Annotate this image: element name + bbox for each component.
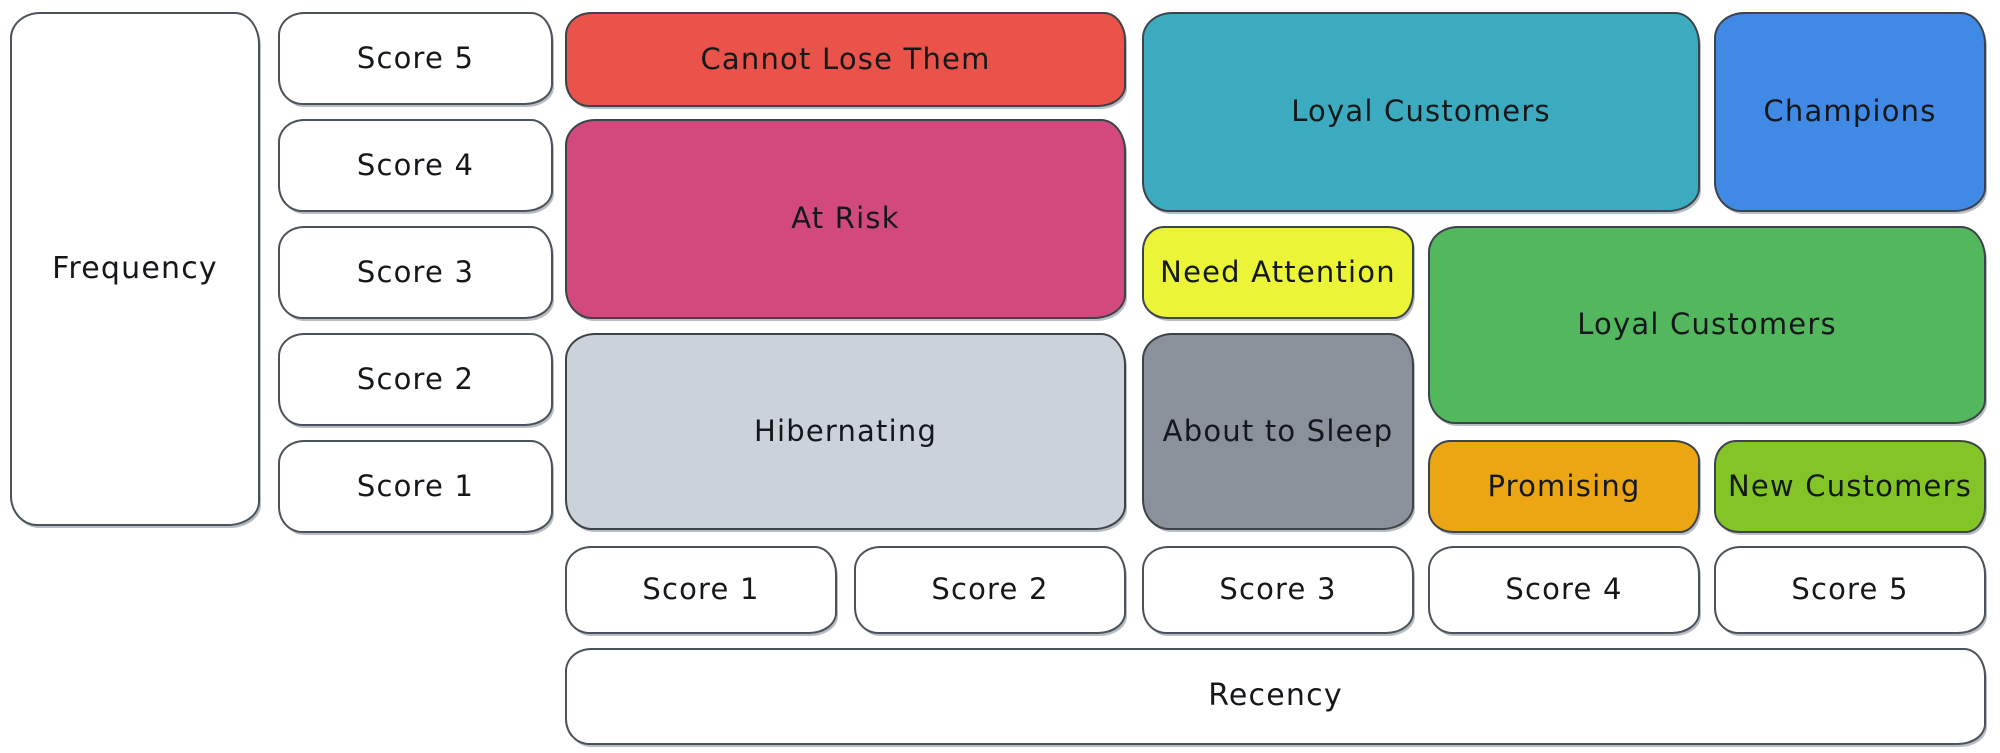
segment-hibernating-label: Hibernating <box>753 413 938 448</box>
segment-champions-label: Champions <box>1763 94 1937 129</box>
recency-score-1-box: Score 1 <box>565 546 837 634</box>
segment-loyal-customers-upper: Loyal Customers <box>1142 12 1700 212</box>
recency-score-4-label: Score 4 <box>1505 572 1623 607</box>
segment-at-risk-label: At Risk <box>791 201 900 236</box>
segment-new-customers-label: New Customers <box>1727 468 1973 503</box>
segment-at-risk: At Risk <box>565 119 1126 319</box>
segment-loyal-customers-upper-label: Loyal Customers <box>1291 94 1551 129</box>
segment-loyal-customers-lower: Loyal Customers <box>1428 226 1986 424</box>
segment-promising-label: Promising <box>1487 468 1641 503</box>
segment-about-to-sleep: About to Sleep <box>1142 333 1414 530</box>
frequency-score-3-box: Score 3 <box>278 226 553 319</box>
recency-axis-box: Recency <box>565 648 1986 745</box>
frequency-score-1-label: Score 1 <box>356 468 475 503</box>
frequency-score-2-box: Score 2 <box>278 333 553 426</box>
frequency-score-3-label: Score 3 <box>356 254 475 289</box>
frequency-score-5-box: Score 5 <box>278 12 553 105</box>
frequency-axis-label: Frequency <box>52 250 218 286</box>
frequency-score-2-label: Score 2 <box>356 361 475 396</box>
recency-score-5-box: Score 5 <box>1714 546 1986 634</box>
segment-need-attention: Need Attention <box>1142 226 1414 319</box>
recency-score-2-label: Score 2 <box>931 572 1049 607</box>
frequency-score-4-label: Score 4 <box>356 147 475 182</box>
recency-score-1-label: Score 1 <box>642 572 760 607</box>
frequency-score-4-box: Score 4 <box>278 119 553 212</box>
recency-score-3-label: Score 3 <box>1219 572 1337 607</box>
segment-cannot-lose-them: Cannot Lose Them <box>565 12 1126 107</box>
segment-hibernating: Hibernating <box>565 333 1126 530</box>
recency-score-5-label: Score 5 <box>1791 572 1909 607</box>
segment-cannot-lose-them-label: Cannot Lose Them <box>700 41 991 76</box>
frequency-score-1-box: Score 1 <box>278 440 553 533</box>
recency-score-3-box: Score 3 <box>1142 546 1414 634</box>
segment-champions: Champions <box>1714 12 1986 212</box>
segment-loyal-customers-lower-label: Loyal Customers <box>1577 307 1837 342</box>
recency-axis-label: Recency <box>1208 678 1343 714</box>
recency-score-4-box: Score 4 <box>1428 546 1700 634</box>
segment-need-attention-label: Need Attention <box>1160 254 1396 289</box>
segment-about-to-sleep-label: About to Sleep <box>1162 413 1394 448</box>
segment-promising: Promising <box>1428 440 1700 533</box>
frequency-axis-box: Frequency <box>10 12 260 526</box>
segment-new-customers: New Customers <box>1714 440 1986 533</box>
recency-score-2-box: Score 2 <box>854 546 1126 634</box>
frequency-score-5-label: Score 5 <box>356 40 475 75</box>
